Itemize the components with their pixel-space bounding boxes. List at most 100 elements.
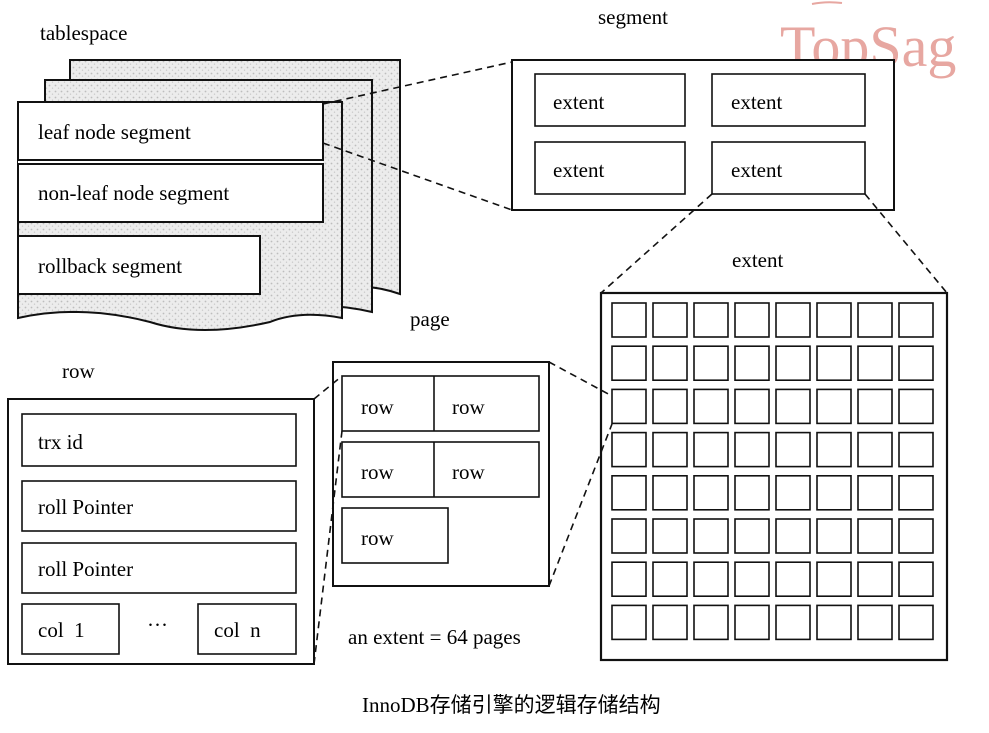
extent-page-cell (816, 431, 852, 468)
extent-page-cell (652, 561, 688, 598)
extent-page-cell (857, 561, 893, 598)
segment-extent-box (534, 73, 686, 127)
extent-page-cell (693, 518, 729, 554)
row-title: row (62, 359, 95, 383)
extent-page-cell (898, 388, 934, 425)
tablespace-stack: leaf node segment non-leaf node segment … (17, 59, 401, 331)
extent-page-cell (611, 388, 647, 425)
extent-page-cell (734, 302, 770, 338)
extent-page-cell (898, 561, 934, 598)
extent-page-cell (857, 474, 893, 511)
extent-page-cell (898, 518, 934, 554)
extent-page-cell (898, 302, 934, 338)
extent-page-cell (775, 388, 811, 425)
extent-page-cell (816, 604, 852, 641)
segment-extent-box (534, 141, 686, 195)
extent-page-cell (816, 561, 852, 598)
extent-page-cell (857, 518, 893, 554)
extent-page-cell (898, 474, 934, 511)
tablespace-title: tablespace (40, 21, 127, 45)
extent-page-cell (652, 474, 688, 511)
leaf-node-segment-box (17, 101, 324, 161)
extent-page-cell (693, 388, 729, 425)
connector-row-top (313, 375, 343, 400)
connector-segment-bottom (322, 142, 513, 211)
col-ellipsis: ··· (147, 613, 168, 637)
extent-title: extent (732, 248, 783, 272)
extent-page-cell (816, 474, 852, 511)
roll-pointer-label: roll Pointer (38, 557, 133, 581)
connector-extent-right (864, 193, 948, 294)
col-1-box (21, 603, 120, 655)
extent-page-cell (734, 345, 770, 382)
extent-page-cell (816, 518, 852, 554)
extent-page-cell (857, 431, 893, 468)
page-row-pair-box (341, 375, 540, 432)
extent-page-cell (775, 518, 811, 554)
figure-caption: InnoDB存储引擎的逻辑存储结构 (362, 693, 661, 717)
extent-page-cell (857, 345, 893, 382)
extent-page-cell (611, 474, 647, 511)
extent-page-cell (652, 345, 688, 382)
col-n-box (197, 603, 297, 655)
extent-page-cell (652, 431, 688, 468)
extent-page-cell (693, 431, 729, 468)
page-row-label: row (452, 395, 485, 419)
trx-id-label: trx id (38, 430, 83, 454)
extent-page-cell (611, 431, 647, 468)
extent-page-cell (693, 561, 729, 598)
connector-page-bottom (548, 423, 613, 587)
extent-page-cell (857, 302, 893, 338)
page-row-box (341, 507, 449, 564)
leaf-node-segment-label: leaf node segment (38, 120, 191, 144)
extent-page-cell (775, 302, 811, 338)
segment-extent-box (711, 141, 866, 195)
extent-page-cell (816, 388, 852, 425)
extent-page-cell (775, 345, 811, 382)
extent-page-cell (611, 345, 647, 382)
extent-page-cell (611, 302, 647, 338)
connector-row-bottom (313, 430, 343, 665)
segment-extent-label: extent (731, 158, 782, 182)
extent-page-cell (898, 604, 934, 641)
segment-extent-box (711, 73, 866, 127)
non-leaf-node-segment-label: non-leaf node segment (38, 181, 229, 205)
roll-pointer-field-box (21, 480, 297, 532)
roll-pointer-field-box (21, 542, 297, 594)
extent-page-cell (734, 561, 770, 598)
extent-page-cell (775, 474, 811, 511)
extent-page-cell (693, 345, 729, 382)
extent-page-cell (734, 431, 770, 468)
extent-page-cell (734, 474, 770, 511)
extent-page-grid (611, 302, 934, 641)
col-n-label: col n (214, 618, 261, 642)
page-row-label: row (452, 460, 485, 484)
extent-page-cell (816, 302, 852, 338)
trx-id-field-box (21, 413, 297, 467)
segment-title: segment (598, 5, 668, 29)
extent-page-cell (734, 388, 770, 425)
extent-page-cell (652, 518, 688, 554)
connector-segment-top (322, 61, 513, 105)
extent-page-cell (693, 604, 729, 641)
segment-extent-label: extent (553, 90, 604, 114)
extent-page-cell (611, 604, 647, 641)
rollback-segment-box (17, 235, 261, 295)
col-1-label: col 1 (38, 618, 85, 642)
page-row-label: row (361, 395, 394, 419)
extent-page-cell (775, 431, 811, 468)
segment-extent-label: extent (553, 158, 604, 182)
extent-page-cell (652, 604, 688, 641)
extent-page-cell (611, 561, 647, 598)
page-row-label: row (361, 460, 394, 484)
extent-page-cell (734, 518, 770, 554)
rollback-segment-label: rollback segment (38, 254, 182, 278)
extent-page-count-note: an extent = 64 pages (348, 625, 521, 649)
roll-pointer-label: roll Pointer (38, 495, 133, 519)
extent-page-cell (734, 604, 770, 641)
segment-extent-label: extent (731, 90, 782, 114)
extent-page-cell (693, 474, 729, 511)
extent-page-cell (693, 302, 729, 338)
extent-page-cell (611, 518, 647, 554)
